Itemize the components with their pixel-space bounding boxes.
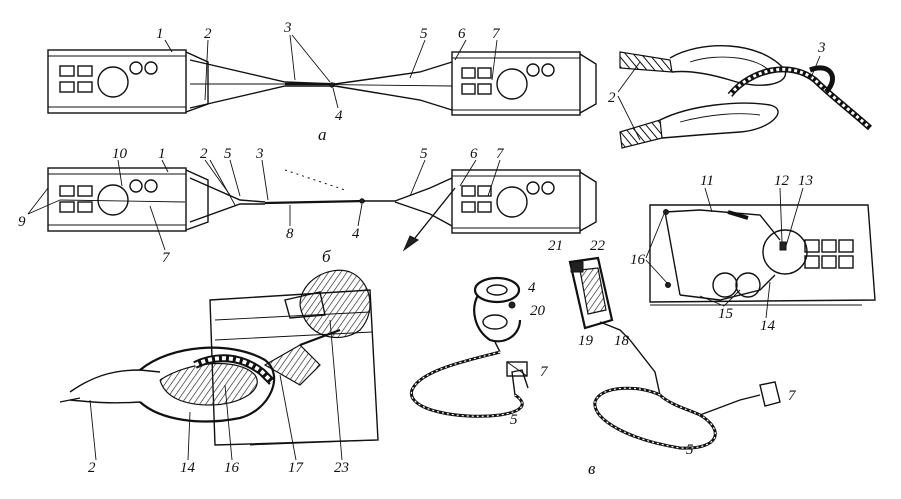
tractor-top-view	[649, 204, 876, 306]
label-15: 15	[718, 306, 734, 322]
label-7-bottom-right: 7	[788, 388, 797, 404]
label-18: 18	[614, 333, 630, 349]
attachment-detail	[59, 269, 379, 446]
clamp-assembly	[568, 256, 781, 450]
label-4-top: 4	[335, 108, 343, 124]
label-1-top: 1	[156, 26, 164, 42]
label-16-right: 16	[630, 252, 646, 268]
label-3-top: 3	[283, 20, 292, 36]
label-16-bottom: 16	[224, 460, 240, 476]
label-6-top: 6	[458, 26, 466, 42]
label-5-top: 5	[420, 26, 428, 42]
label-4-mid: 4	[352, 226, 360, 242]
label-2-hook: 2	[608, 90, 616, 106]
label-7-mid-left: 7	[162, 250, 171, 266]
sub-label-v: в	[588, 459, 596, 478]
labels: 1 2 3 4 5 6 7 а 10 1 2 5 3 5 6 7 9 8 4 7…	[18, 20, 826, 478]
hook-detail	[619, 45, 873, 149]
label-12: 12	[774, 173, 790, 189]
shackle-assembly	[410, 276, 529, 418]
cables-a	[189, 59, 453, 111]
sub-label-a: а	[318, 125, 327, 144]
label-14-bottom: 14	[180, 460, 196, 476]
tractor-left-a	[47, 49, 209, 114]
label-5-mid-right: 5	[420, 146, 428, 162]
label-3-hook: 3	[817, 40, 826, 56]
label-10: 10	[112, 146, 128, 162]
label-5-bottom-mid: 5	[510, 412, 518, 428]
label-11: 11	[700, 173, 714, 189]
label-9: 9	[18, 214, 26, 230]
label-17: 17	[288, 460, 305, 476]
label-14-right: 14	[760, 318, 776, 334]
label-1-mid: 1	[158, 146, 166, 162]
label-2-top: 2	[204, 26, 212, 42]
sub-label-b: б	[322, 247, 331, 266]
label-19: 19	[578, 333, 594, 349]
label-6-mid: 6	[470, 146, 478, 162]
label-2-mid: 2	[200, 146, 208, 162]
tractor-right-b	[451, 169, 597, 234]
label-2-bottom: 2	[88, 460, 96, 476]
label-4-bottom: 4	[528, 280, 536, 296]
label-7-top: 7	[492, 26, 501, 42]
label-5-mid-left: 5	[224, 146, 232, 162]
label-8: 8	[286, 226, 294, 242]
label-13: 13	[798, 173, 813, 189]
label-7-mid-right: 7	[496, 146, 505, 162]
leader-lines	[27, 34, 821, 461]
label-3-mid: 3	[255, 146, 264, 162]
label-21: 21	[548, 238, 563, 254]
label-5-bottom-right: 5	[686, 442, 694, 458]
panel-a	[47, 49, 597, 116]
label-23: 23	[334, 460, 349, 476]
label-7-bottom-mid: 7	[540, 364, 549, 380]
label-22: 22	[590, 238, 606, 254]
tractor-right-a	[451, 51, 597, 116]
cables-b	[59, 169, 456, 252]
label-20: 20	[530, 303, 546, 319]
panel-b	[47, 167, 597, 252]
tractor-left-b	[47, 167, 209, 232]
